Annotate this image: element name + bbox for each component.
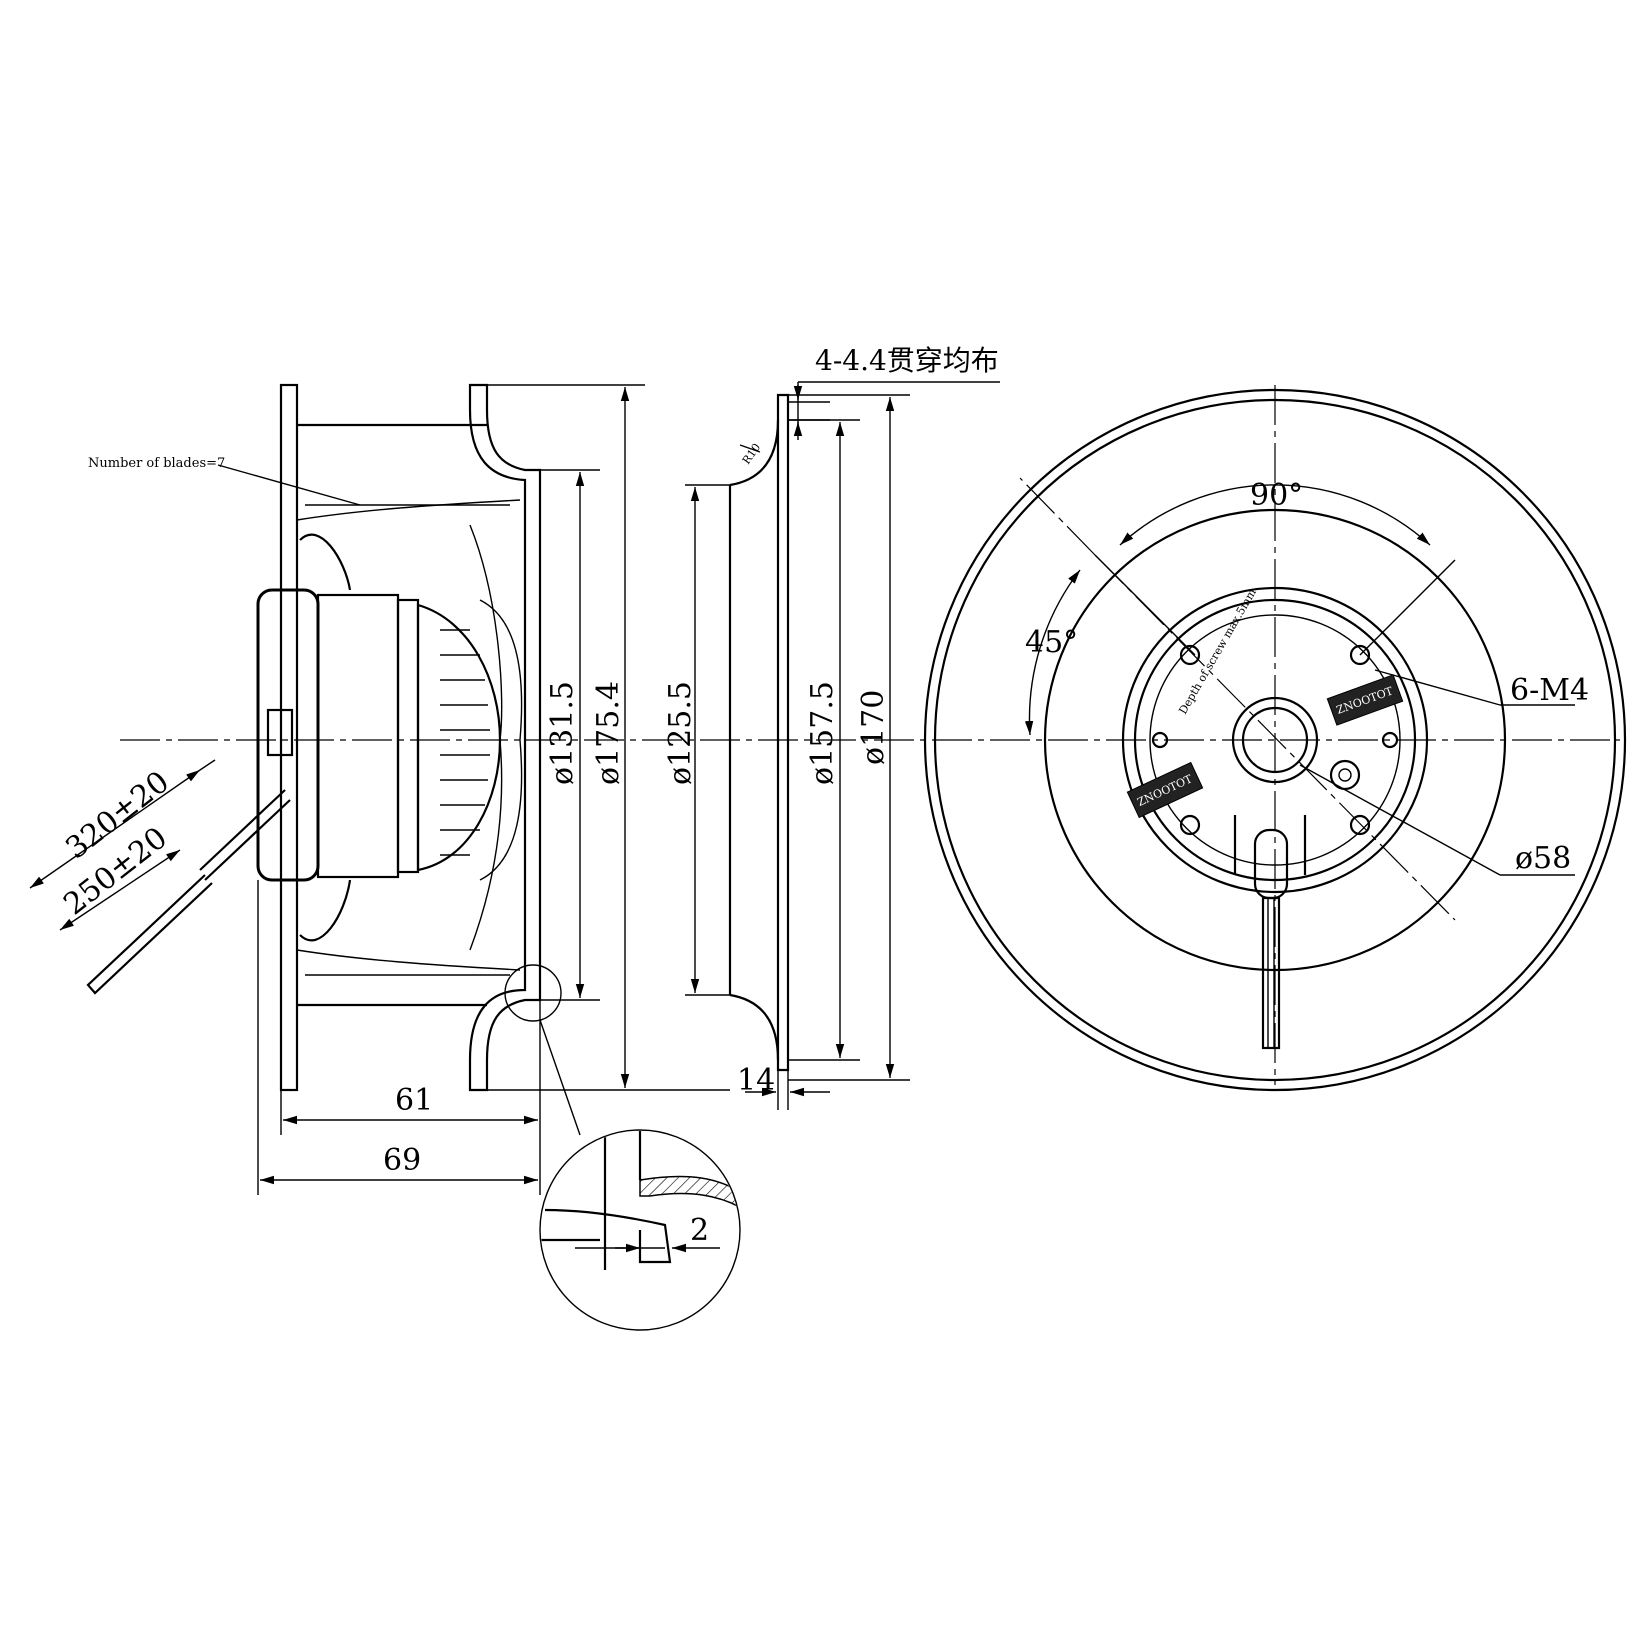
- cable-bundle: [86, 874, 213, 995]
- detail-view: 2: [539, 1129, 741, 1331]
- outer-ring: [923, 388, 1627, 1092]
- inlet-ring-profile: [776, 393, 790, 1072]
- hub-label-depth: Depth of screw max.5mm: [1176, 586, 1259, 716]
- section-view: R10 4-4.4贯穿均布 ø125.5 ø157.5 ø170 14: [663, 344, 1000, 1110]
- dim-thickness-14: 14: [737, 1063, 775, 1098]
- shroud-flange: [279, 383, 299, 1092]
- hub-bore: [1231, 696, 1319, 784]
- dim-width-61: 61: [395, 1083, 433, 1118]
- front-cable: [1261, 896, 1281, 1050]
- dim-gap-2: 2: [690, 1213, 709, 1248]
- dim-radius-r10: R10: [740, 441, 763, 467]
- dim-dia-125-5: ø125.5: [663, 681, 698, 785]
- dim-dia-58: ø58: [1515, 841, 1571, 876]
- detail-marker: [504, 964, 562, 1022]
- inlet-ring: [1043, 508, 1507, 972]
- dim-dia-170: ø170: [856, 690, 891, 765]
- side-view: Number of blades=7 320±20 250±20 ø131.5 …: [29, 383, 730, 1195]
- thread-note-6m4: 6-M4: [1510, 673, 1589, 708]
- dim-dia-175-4: ø175.4: [591, 681, 626, 785]
- dim-dia-131-5: ø131.5: [545, 681, 580, 785]
- mounting-holes: [1151, 644, 1399, 836]
- holes-note: 4-4.4贯穿均布: [815, 344, 999, 377]
- blades-note: Number of blades=7: [88, 456, 225, 471]
- dim-dia-157-5: ø157.5: [805, 681, 840, 785]
- angle-45: 45°: [1025, 625, 1078, 660]
- motor-fins: [440, 629, 490, 856]
- hub-label-right-badge: ZNOOTOT: [1326, 674, 1404, 726]
- front-view: Depth of screw max.5mm ZNOOTOT ZNOOTOT 9…: [923, 385, 1627, 1092]
- dim-width-69: 69: [383, 1143, 421, 1178]
- angle-90: 90°: [1250, 478, 1303, 513]
